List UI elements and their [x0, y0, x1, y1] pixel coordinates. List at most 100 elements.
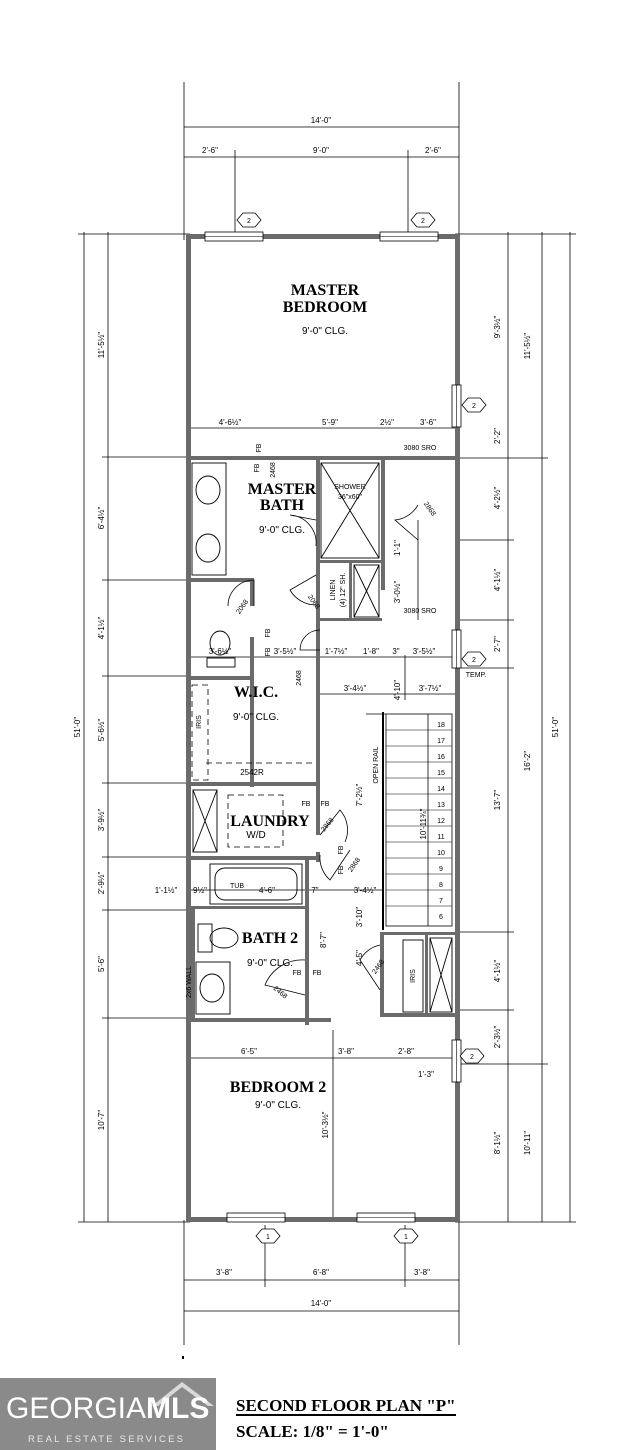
svg-text:17: 17 — [437, 738, 445, 745]
svg-text:13'-7": 13'-7" — [493, 790, 502, 811]
room-label-master-bedroom: BEDROOM — [283, 299, 367, 316]
windows — [204, 231, 462, 1223]
bathtub-icon — [209, 863, 303, 905]
svg-text:4'-6½": 4'-6½" — [219, 418, 242, 427]
svg-text:11'-5½": 11'-5½" — [97, 332, 106, 359]
svg-text:10'-3½": 10'-3½" — [321, 1111, 330, 1138]
svg-text:4'-10": 4'-10" — [393, 680, 402, 701]
svg-text:6'-4½": 6'-4½" — [97, 507, 106, 530]
door-swings — [227, 504, 419, 996]
svg-text:2'-2": 2'-2" — [493, 428, 502, 444]
svg-text:3'-5½": 3'-5½" — [274, 647, 297, 656]
svg-text:2: 2 — [472, 403, 476, 410]
svg-text:3": 3" — [392, 647, 399, 656]
svg-text:2'-3½": 2'-3½" — [493, 1026, 502, 1049]
svg-text:TEMP.: TEMP. — [466, 672, 487, 679]
svg-text:4'-2½": 4'-2½" — [493, 487, 502, 510]
svg-text:3'-10": 3'-10" — [355, 907, 364, 928]
svg-text:11: 11 — [437, 834, 444, 841]
svg-text:3'-0½": 3'-0½" — [393, 581, 402, 604]
svg-text:1'-1½": 1'-1½" — [155, 886, 178, 895]
tub-label: TUB — [230, 883, 244, 890]
svg-text:1'-7½": 1'-7½" — [325, 647, 348, 656]
svg-text:FB: FB — [321, 801, 330, 808]
fixtures — [191, 462, 453, 1015]
svg-text:2: 2 — [470, 1054, 474, 1061]
wall-2x6-label: 2x6 WALL — [186, 966, 193, 998]
svg-text:6'-5": 6'-5" — [241, 1047, 257, 1056]
shower-label: SHOWER — [334, 484, 366, 491]
svg-text:FB: FB — [313, 970, 322, 977]
svg-text:4'-1½": 4'-1½" — [493, 960, 502, 983]
svg-text:2868: 2868 — [320, 817, 335, 834]
svg-text:3'-4½": 3'-4½" — [344, 684, 367, 693]
room-label-wic: W.I.C. — [234, 684, 278, 701]
svg-text:8: 8 — [439, 882, 443, 889]
svg-text:7'-2½": 7'-2½" — [355, 784, 364, 807]
svg-text:2½": 2½" — [380, 418, 394, 427]
room-label-master-bedroom: MASTER — [291, 282, 360, 299]
svg-text:51'-0": 51'-0" — [551, 717, 560, 738]
svg-text:3080 SRO: 3080 SRO — [404, 608, 437, 615]
svg-text:FB: FB — [265, 647, 272, 656]
svg-text:1: 1 — [404, 1234, 408, 1241]
svg-text:2'-9½": 2'-9½" — [97, 872, 106, 895]
svg-text:51'-0": 51'-0" — [73, 717, 82, 738]
dimension-text: 14'-0" 2'-6" 9'-0" 2'-6" 3'-8" 6'-8" 3'-… — [73, 116, 560, 1308]
svg-text:FB: FB — [338, 845, 345, 854]
svg-text:14'-0": 14'-0" — [311, 1299, 332, 1308]
svg-text:FB: FB — [256, 443, 263, 452]
svg-text:8'-1½": 8'-1½" — [493, 1132, 502, 1155]
georgia-mls-logo: GEORGIAMLS REAL ESTATE SERVICES — [0, 1378, 216, 1450]
room-label-master-bath: BATH — [260, 497, 305, 514]
window-tag: 2 — [236, 212, 262, 228]
svg-text:4'-1½": 4'-1½" — [493, 569, 502, 592]
logo-tagline: REAL ESTATE SERVICES — [28, 1434, 186, 1445]
svg-text:FB: FB — [254, 463, 261, 472]
svg-text:1: 1 — [266, 1234, 270, 1241]
ceiling-height: 9'-0" CLG. — [233, 712, 279, 723]
sink-icon — [199, 973, 225, 1003]
svg-text:FB: FB — [293, 970, 302, 977]
svg-text:3'-8": 3'-8" — [216, 1268, 232, 1277]
window-tag: 2 — [461, 397, 487, 413]
svg-text:2542R: 2542R — [240, 768, 264, 777]
svg-text:3080 SRO: 3080 SRO — [404, 445, 437, 452]
window-tag: 1 — [255, 1228, 281, 1244]
svg-text:FB: FB — [265, 628, 272, 637]
svg-text:12: 12 — [437, 818, 445, 825]
svg-text:6: 6 — [439, 914, 443, 921]
svg-text:16'-2": 16'-2" — [523, 751, 532, 772]
svg-text:13: 13 — [437, 802, 445, 809]
svg-text:7: 7 — [439, 898, 443, 905]
svg-text:5'-6": 5'-6" — [97, 956, 106, 972]
svg-text:9'-3½": 9'-3½" — [493, 316, 502, 339]
svg-text:5'-9": 5'-9" — [322, 418, 338, 427]
svg-text:3'-7½": 3'-7½" — [419, 684, 442, 693]
plan-scale: SCALE: 1/8" = 1'-0" — [236, 1422, 389, 1441]
linen-shelves-label: (4) 12" SH. — [340, 573, 347, 607]
svg-text:2068: 2068 — [235, 599, 250, 616]
svg-text:10: 10 — [437, 850, 445, 857]
interior-walls — [191, 456, 455, 1025]
svg-text:1'-1": 1'-1" — [393, 540, 402, 556]
svg-text:3'-6": 3'-6" — [420, 418, 436, 427]
svg-text:3'-5½": 3'-5½" — [413, 647, 436, 656]
svg-text:2: 2 — [421, 218, 425, 225]
svg-text:FB: FB — [302, 801, 311, 808]
room-label-bath2: BATH 2 — [242, 930, 298, 947]
logo-brand: GEORGIAMLS — [6, 1392, 209, 1426]
linen-shelf — [353, 564, 380, 618]
svg-text:1'-3": 1'-3" — [418, 1070, 434, 1079]
ceiling-height: 9'-0" CLG. — [247, 958, 293, 969]
svg-text:1'-8": 1'-8" — [363, 647, 379, 656]
sink-icon — [195, 475, 221, 505]
washer-dryer — [227, 794, 284, 848]
logo-brand-light: GEORGIA — [6, 1392, 147, 1425]
logo-brand-bold: MLS — [146, 1392, 210, 1425]
iris-label: IRIS — [196, 715, 203, 729]
svg-text:3'-8": 3'-8" — [414, 1268, 430, 1277]
svg-text:2468: 2468 — [296, 670, 303, 686]
svg-text:11'-5½": 11'-5½" — [523, 333, 532, 360]
svg-text:10'-11": 10'-11" — [523, 1131, 532, 1155]
